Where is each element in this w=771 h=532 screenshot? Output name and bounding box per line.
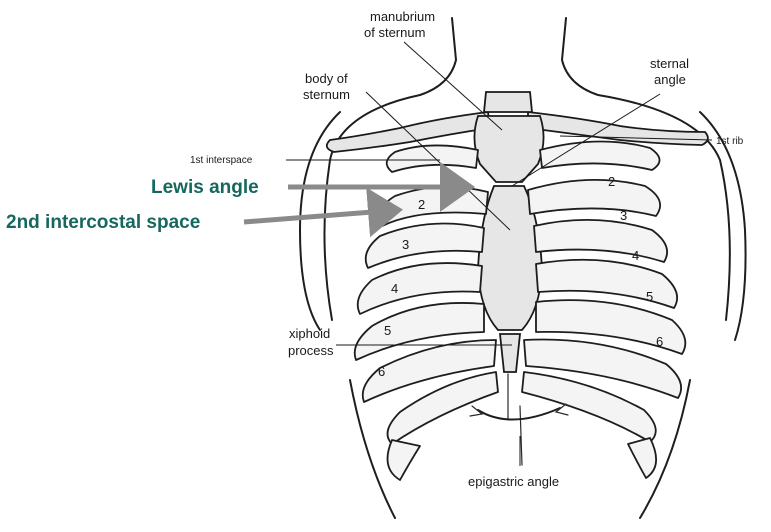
rib-number-left-3: 3 (402, 237, 409, 252)
callout-lewis-angle: Lewis angle (151, 177, 259, 198)
rib-number-right-6: 6 (656, 334, 663, 349)
label-body-of-sternum-line2: sternum (303, 87, 350, 102)
label-xiphoid-line2: process (288, 343, 334, 358)
callout-second-intercostal-space: 2nd intercostal space (6, 212, 200, 233)
rib-number-left-4: 4 (391, 281, 398, 296)
label-body-of-sternum-line1: body of (305, 71, 348, 86)
rib-number-right-4: 4 (632, 248, 639, 263)
label-sternal-angle-line2: angle (654, 72, 686, 87)
label-manubrium-line1: manubrium (370, 9, 435, 24)
epigastric-angle-arc (470, 404, 568, 420)
label-epigastric-angle: epigastric angle (468, 474, 559, 489)
second-intercostal-arrow (244, 210, 398, 222)
ribs-left (355, 145, 498, 480)
label-sternal-angle-line1: sternal (650, 56, 689, 71)
rib-number-left-6: 6 (378, 364, 385, 379)
rib-number-right-5: 5 (646, 289, 653, 304)
label-first-interspace: 1st interspace (190, 155, 253, 166)
label-first-rib: 1st rib (716, 136, 744, 147)
label-xiphoid-line1: xiphoid (289, 326, 330, 341)
rib-number-left-2: 2 (418, 197, 425, 212)
rib-number-right-2: 2 (608, 174, 615, 189)
ribs-right (522, 141, 685, 478)
rib-number-left-5: 5 (384, 323, 391, 338)
rib-number-right-3: 3 (620, 208, 627, 223)
label-manubrium-line2: of sternum (364, 25, 425, 40)
